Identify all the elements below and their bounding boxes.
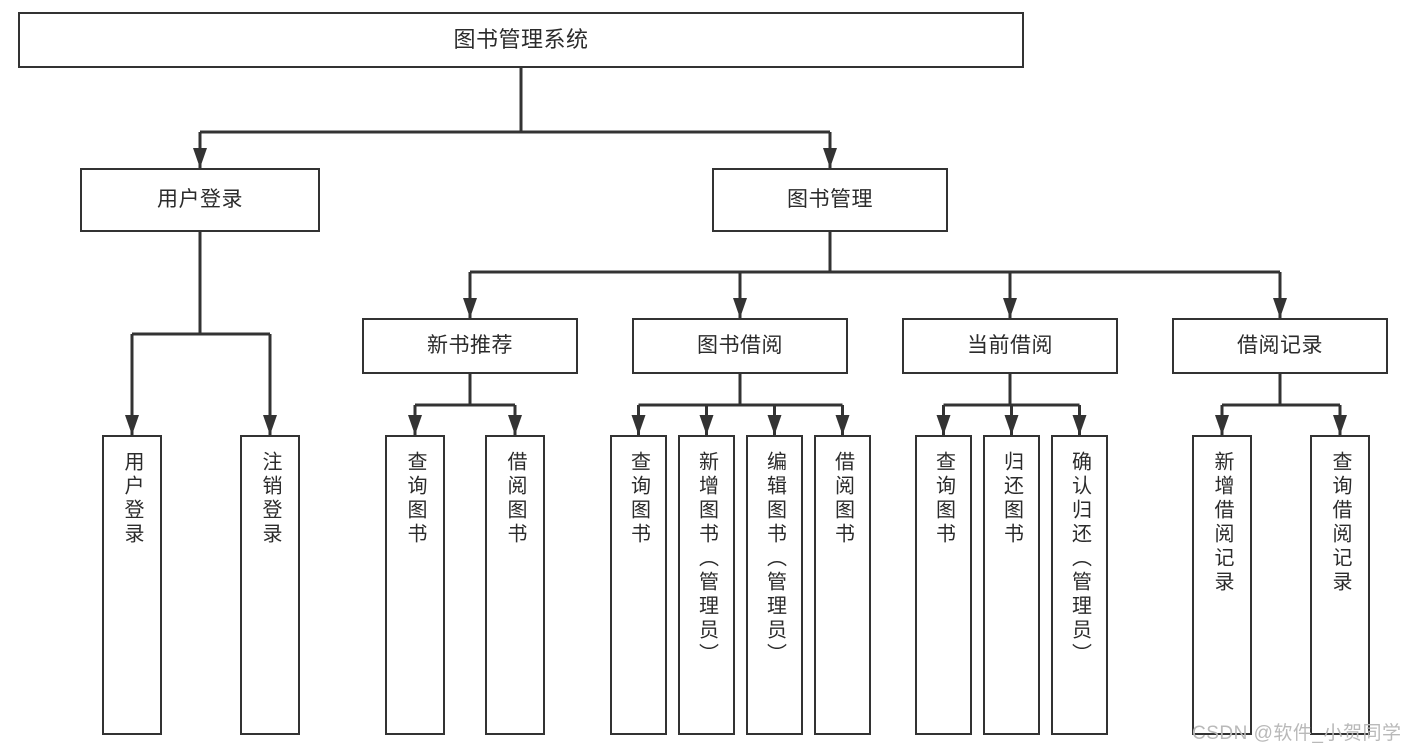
node-leaf-edit-book[interactable]: 编辑图书（管理员）: [746, 435, 803, 735]
arrow-head-icon-leaf-query-book-3: [936, 415, 951, 435]
arrow-head-icon-leaf-query-borrow-record: [1333, 415, 1347, 435]
node-user-login[interactable]: 用户登录: [80, 168, 320, 232]
arrow-head-icon-current-borrow: [1003, 298, 1017, 318]
node-leaf-add-borrow-record[interactable]: 新增借阅记录: [1192, 435, 1252, 735]
node-label-borrow-record: 借阅记录: [1237, 334, 1323, 358]
node-label-current-borrow: 当前借阅: [967, 334, 1053, 358]
node-new-book-recommend[interactable]: 新书推荐: [362, 318, 578, 374]
node-label-book-manage: 图书管理: [787, 188, 873, 212]
node-label-book-borrow: 图书借阅: [697, 334, 783, 358]
arrow-head-icon-leaf-edit-book: [767, 415, 782, 435]
node-label-new-book-recommend: 新书推荐: [427, 334, 513, 358]
node-book-manage[interactable]: 图书管理: [712, 168, 948, 232]
node-leaf-user-logout[interactable]: 注销登录: [240, 435, 300, 735]
node-label-leaf-edit-book: 编辑图书（管理员）: [763, 451, 786, 667]
node-leaf-confirm-return[interactable]: 确认归还（管理员）: [1051, 435, 1108, 735]
node-leaf-add-book[interactable]: 新增图书（管理员）: [678, 435, 735, 735]
node-leaf-query-book-1[interactable]: 查询图书: [385, 435, 445, 735]
arrow-head-icon-user-login: [193, 148, 207, 168]
node-label-leaf-query-book-1: 查询图书: [404, 451, 426, 547]
arrow-head-icon-leaf-query-book-2: [631, 415, 646, 435]
arrow-head-icon-new-book-recommend: [463, 298, 477, 318]
arrow-head-icon-leaf-add-borrow-record: [1215, 415, 1229, 435]
node-leaf-query-borrow-record[interactable]: 查询借阅记录: [1310, 435, 1370, 735]
node-label-leaf-return-book: 归还图书: [1000, 451, 1023, 547]
arrow-head-icon-leaf-query-book-1: [408, 415, 422, 435]
node-borrow-record[interactable]: 借阅记录: [1172, 318, 1388, 374]
arrow-head-icon-book-borrow: [733, 298, 747, 318]
node-label-root: 图书管理系统: [453, 26, 589, 52]
arrow-head-icon-leaf-user-login: [125, 415, 139, 435]
node-label-leaf-add-borrow-record: 新增借阅记录: [1211, 451, 1233, 595]
node-leaf-return-book[interactable]: 归还图书: [983, 435, 1040, 735]
node-leaf-user-login[interactable]: 用户登录: [102, 435, 162, 735]
node-label-leaf-confirm-return: 确认归还（管理员）: [1068, 451, 1091, 667]
node-leaf-borrow-book-1[interactable]: 借阅图书: [485, 435, 545, 735]
node-label-user-login: 用户登录: [157, 188, 243, 212]
arrow-head-icon-leaf-user-logout: [263, 415, 277, 435]
node-leaf-borrow-book-2[interactable]: 借阅图书: [814, 435, 871, 735]
arrow-head-icon-borrow-record: [1273, 298, 1287, 318]
node-label-leaf-query-book-2: 查询图书: [627, 451, 650, 547]
node-label-leaf-borrow-book-1: 借阅图书: [504, 451, 526, 547]
node-root[interactable]: 图书管理系统: [18, 12, 1024, 68]
node-leaf-query-book-2[interactable]: 查询图书: [610, 435, 667, 735]
node-label-leaf-user-login: 用户登录: [121, 451, 143, 547]
arrow-head-icon-leaf-borrow-book-2: [835, 415, 850, 435]
csdn-watermark: CSDN @软件_小贺同学: [1192, 723, 1402, 744]
arrow-head-icon-book-manage: [823, 148, 837, 168]
node-label-leaf-query-book-3: 查询图书: [932, 451, 955, 547]
node-label-leaf-query-borrow-record: 查询借阅记录: [1329, 451, 1351, 595]
node-leaf-query-book-3[interactable]: 查询图书: [915, 435, 972, 735]
node-current-borrow[interactable]: 当前借阅: [902, 318, 1118, 374]
node-label-leaf-add-book: 新增图书（管理员）: [695, 451, 718, 667]
node-label-leaf-user-logout: 注销登录: [259, 451, 281, 547]
arrow-head-icon-leaf-add-book: [699, 415, 714, 435]
node-label-leaf-borrow-book-2: 借阅图书: [831, 451, 854, 547]
arrow-head-icon-leaf-borrow-book-1: [508, 415, 522, 435]
arrow-head-icon-leaf-confirm-return: [1072, 415, 1087, 435]
node-book-borrow[interactable]: 图书借阅: [632, 318, 848, 374]
arrow-head-icon-leaf-return-book: [1004, 415, 1019, 435]
